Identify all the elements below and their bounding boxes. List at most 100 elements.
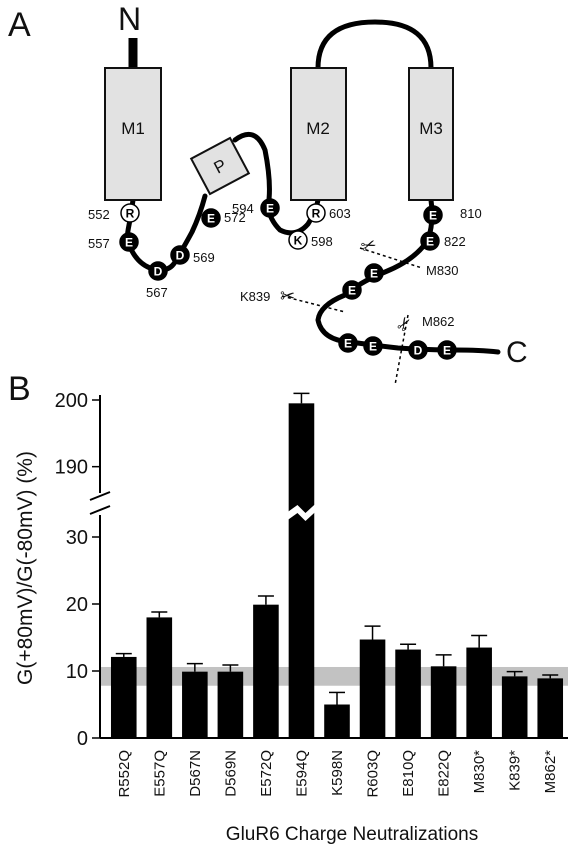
bar-D567N: [182, 662, 208, 738]
bar-E572Q: [253, 595, 279, 738]
y-tick-label: 190: [55, 457, 88, 479]
m1-label: M1: [121, 119, 145, 138]
residue-letter: E: [348, 284, 356, 298]
bar-rect: [324, 704, 350, 738]
residue-letter: R: [126, 207, 135, 221]
bar-D569N: [217, 664, 244, 738]
y-tick-label: 0: [77, 728, 88, 750]
m2-helix: [290, 67, 347, 201]
m3-helix: [408, 67, 454, 201]
y-tick-label: 200: [55, 390, 88, 412]
n-terminus-label: N: [118, 1, 141, 37]
truncation-label-k839: K839: [240, 289, 270, 304]
bar-rect: [537, 678, 564, 738]
m1-helix: [104, 67, 162, 201]
x-tick-label: K839*: [507, 750, 524, 791]
residue-D569: D 569: [170, 245, 215, 265]
residue-Ec13: E: [363, 336, 383, 356]
residue-Ec12: E: [338, 333, 358, 353]
c-terminus-label: C: [506, 336, 528, 369]
bar-rect: [395, 649, 421, 738]
bar-K839*: [501, 670, 528, 738]
residue-letter: E: [344, 337, 352, 351]
y-tick-label: 30: [66, 527, 88, 549]
residue-letter: E: [429, 209, 437, 223]
x-tick-label: M830*: [471, 750, 488, 794]
bar-rect: [217, 671, 244, 738]
residue-number: 567: [146, 285, 168, 300]
residue-Ec11: E: [342, 280, 362, 300]
residue-letter: R: [312, 207, 321, 221]
bar-rect: [288, 403, 315, 738]
y-tick-label: 10: [66, 661, 88, 683]
residue-number: 822: [444, 234, 466, 249]
x-tick-label: E557Q: [151, 750, 168, 797]
panel-b-label: B: [8, 370, 31, 408]
axis-break-mark: [89, 491, 111, 501]
y-tick-label: 20: [66, 594, 88, 616]
residue-letter: E: [207, 212, 215, 226]
residue-letter: K: [294, 234, 303, 248]
m2-label: M2: [306, 119, 330, 138]
axis-break-mark: [89, 505, 111, 515]
x-tick-label: E572Q: [258, 750, 275, 797]
residue-number: 594: [232, 201, 254, 216]
residue-letter: E: [443, 344, 451, 358]
bar-rect: [253, 604, 279, 738]
scissors-icon: ✂: [280, 286, 295, 306]
panel-a-label: A: [8, 6, 31, 44]
bar-rect: [182, 671, 208, 738]
bar-rect: [430, 666, 457, 738]
residue-number: 557: [88, 236, 110, 251]
x-tick-label: R603Q: [365, 750, 382, 798]
residue-E557: E 557: [88, 232, 139, 252]
residue-E594: E594: [232, 198, 280, 218]
bar-E594Q: [287, 392, 316, 738]
panel-a-topology-diagram: A N M1 M2 M3 P ✂ M830 ✂ K839: [8, 1, 528, 386]
x-tick-label: R552Q: [116, 750, 133, 798]
bar-K598N: [324, 691, 350, 738]
bar-E822Q: [430, 654, 457, 738]
loop-p-m2: [232, 131, 321, 236]
x-tick-label: E822Q: [436, 750, 453, 797]
m3-label: M3: [419, 119, 443, 138]
bar-rect: [501, 676, 528, 738]
bar-E557Q: [146, 611, 173, 738]
residue-Ec10: E: [364, 263, 384, 283]
bar-break-mark: [287, 504, 316, 521]
residue-K598: K 598: [288, 230, 333, 250]
residue-letter: E: [125, 236, 133, 250]
bar-R552Q: [110, 652, 137, 738]
residue-letter: E: [370, 267, 378, 281]
truncation-label-m830: M830: [426, 263, 459, 278]
residue-E572: E 572: [201, 208, 246, 228]
residue-number: 598: [311, 234, 333, 249]
residue-number: 810: [460, 206, 482, 221]
x-tick-label: D569N: [222, 750, 239, 797]
x-tick-label: K598N: [329, 750, 346, 796]
x-tick-label: E594Q: [293, 750, 310, 797]
bar-E810Q: [395, 643, 421, 738]
residue-letter: E: [426, 235, 434, 249]
residue-letter: D: [414, 344, 423, 358]
y-axis: 0 10 20 30 190 200: [55, 390, 568, 750]
bar-rect: [146, 617, 173, 738]
residue-letter: D: [176, 249, 185, 263]
residue-letter: D: [154, 265, 163, 279]
y-axis-label: G(+80mV)/G(-80mV) (%): [14, 451, 37, 685]
residue-R603: R 603: [306, 203, 351, 223]
residue-number: 572: [224, 210, 246, 225]
bar-rect: [359, 639, 386, 738]
x-axis-label: GluR6 Charge Neutralizations: [226, 824, 478, 845]
residue-number: 569: [193, 250, 215, 265]
x-tick-label: M862*: [542, 750, 559, 794]
residue-number: 603: [329, 206, 351, 221]
truncation-label-m862: M862: [422, 314, 455, 329]
residue-Ec15: E: [437, 340, 457, 360]
scissors-icon: ✂: [358, 234, 379, 258]
bar-rect: [110, 656, 137, 738]
residue-Dc14: D: [408, 340, 428, 360]
